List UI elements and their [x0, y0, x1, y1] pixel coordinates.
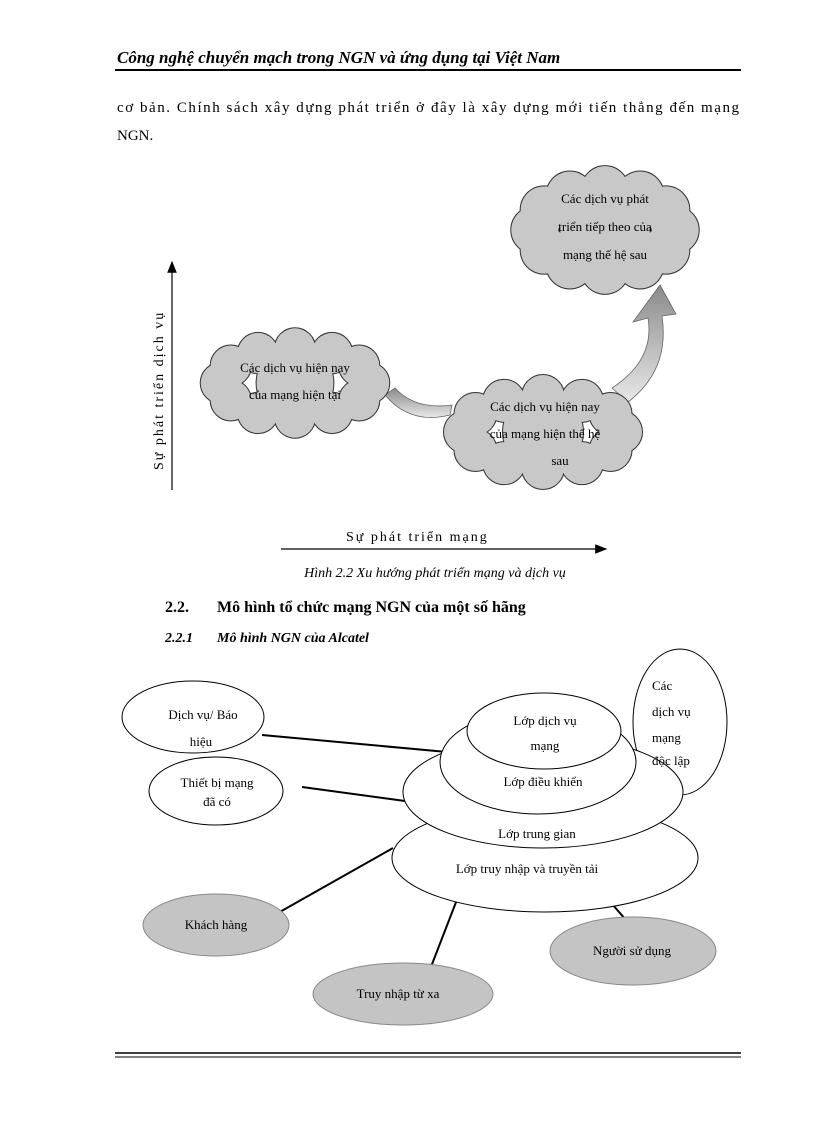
section-title: Mô hình tổ chức mạng NGN của một số hãng: [217, 599, 526, 616]
node-label: Người sử dụng: [593, 943, 672, 958]
layer-label: Lớp dịch vụ: [513, 713, 577, 728]
cloud-lobe: [560, 185, 650, 275]
cloud-text: mạng thế hệ sau: [563, 247, 648, 262]
cloud-current-services: [199, 327, 391, 439]
node-label: mạng: [652, 730, 681, 745]
layer-label: Lớp truy nhập và truyền tải: [456, 861, 599, 876]
node-label: Dịch vụ/ Báo: [168, 707, 237, 722]
cloud-text: của mạng hiện tại: [249, 387, 341, 402]
cloud-lobe: [642, 186, 690, 234]
figure-service-evolution: Sự phát triển dịch vụ Sự phát triển mạng…: [152, 165, 700, 581]
node-end-user: [549, 916, 717, 986]
cloud-text: sau: [551, 453, 569, 468]
node-label: độc lập: [652, 753, 690, 768]
node-label: Các: [652, 678, 672, 693]
cloud-future-services: [510, 165, 700, 295]
layer-label: Lớp trung gian: [498, 826, 576, 841]
node-label: Thiết bị mạng: [181, 775, 254, 790]
figure-alcatel-ngn-model: [121, 648, 728, 1026]
x-axis-label: Sự phát triển mạng: [346, 530, 489, 545]
cloud-ngn-services: [443, 374, 643, 490]
cloud-text: Các dịch vụ hiện nay: [490, 399, 600, 414]
subsection-title: Mô hình NGN của Alcatel: [216, 631, 369, 646]
cloud-lobe: [503, 392, 583, 472]
subsection-number: 2.2.1: [164, 631, 193, 646]
body-text-line: NGN.: [117, 128, 153, 144]
node-label: Truy nhập từ xa: [357, 986, 440, 1001]
connector-line: [277, 847, 394, 914]
figure2-labels: Dịch vụ/ Báo hiệu Thiết bị mạng đã có Lớ…: [168, 678, 691, 1001]
cloud-text: triển tiếp theo của: [558, 219, 652, 234]
node-customer: [142, 893, 290, 957]
connector-line: [301, 786, 406, 802]
layer-label: Lớp điều khiển: [503, 774, 583, 789]
body-text-line: cơ bản. Chính sách xây dựng phát triển ở…: [117, 100, 739, 116]
curved-arrow-small: [384, 387, 453, 418]
node-label: hiệu: [190, 734, 213, 749]
cloud-text: Các dịch vụ hiện nay: [240, 360, 350, 375]
cloud-text: của mạng hiện thế hệ: [490, 426, 601, 441]
node-label: đã có: [203, 794, 231, 809]
node-label: Khách hàng: [185, 917, 248, 932]
figure-caption: Hình 2.2 Xu hướng phát triển mạng và dịc…: [303, 566, 566, 581]
layer-service: [466, 692, 622, 770]
node-existing-equipment: [148, 756, 284, 826]
connector-line: [428, 896, 459, 973]
cloud-text: Các dịch vụ phát: [561, 191, 649, 206]
curved-arrow-large: [611, 284, 677, 403]
running-header: Công nghệ chuyển mạch trong NGN và ứng d…: [117, 48, 560, 67]
layer-label: mạng: [531, 738, 560, 753]
cloud-lobe: [339, 345, 380, 386]
node-remote-access: [312, 962, 494, 1026]
cloud-lobe: [589, 393, 632, 435]
node-services-signaling: [121, 680, 265, 754]
y-axis-label: Sự phát triển dịch vụ: [152, 311, 167, 470]
connector-line: [261, 734, 448, 753]
node-label: dịch vụ: [652, 704, 691, 719]
cloud-lobe: [256, 344, 334, 422]
section-number: 2.2.: [165, 599, 189, 616]
